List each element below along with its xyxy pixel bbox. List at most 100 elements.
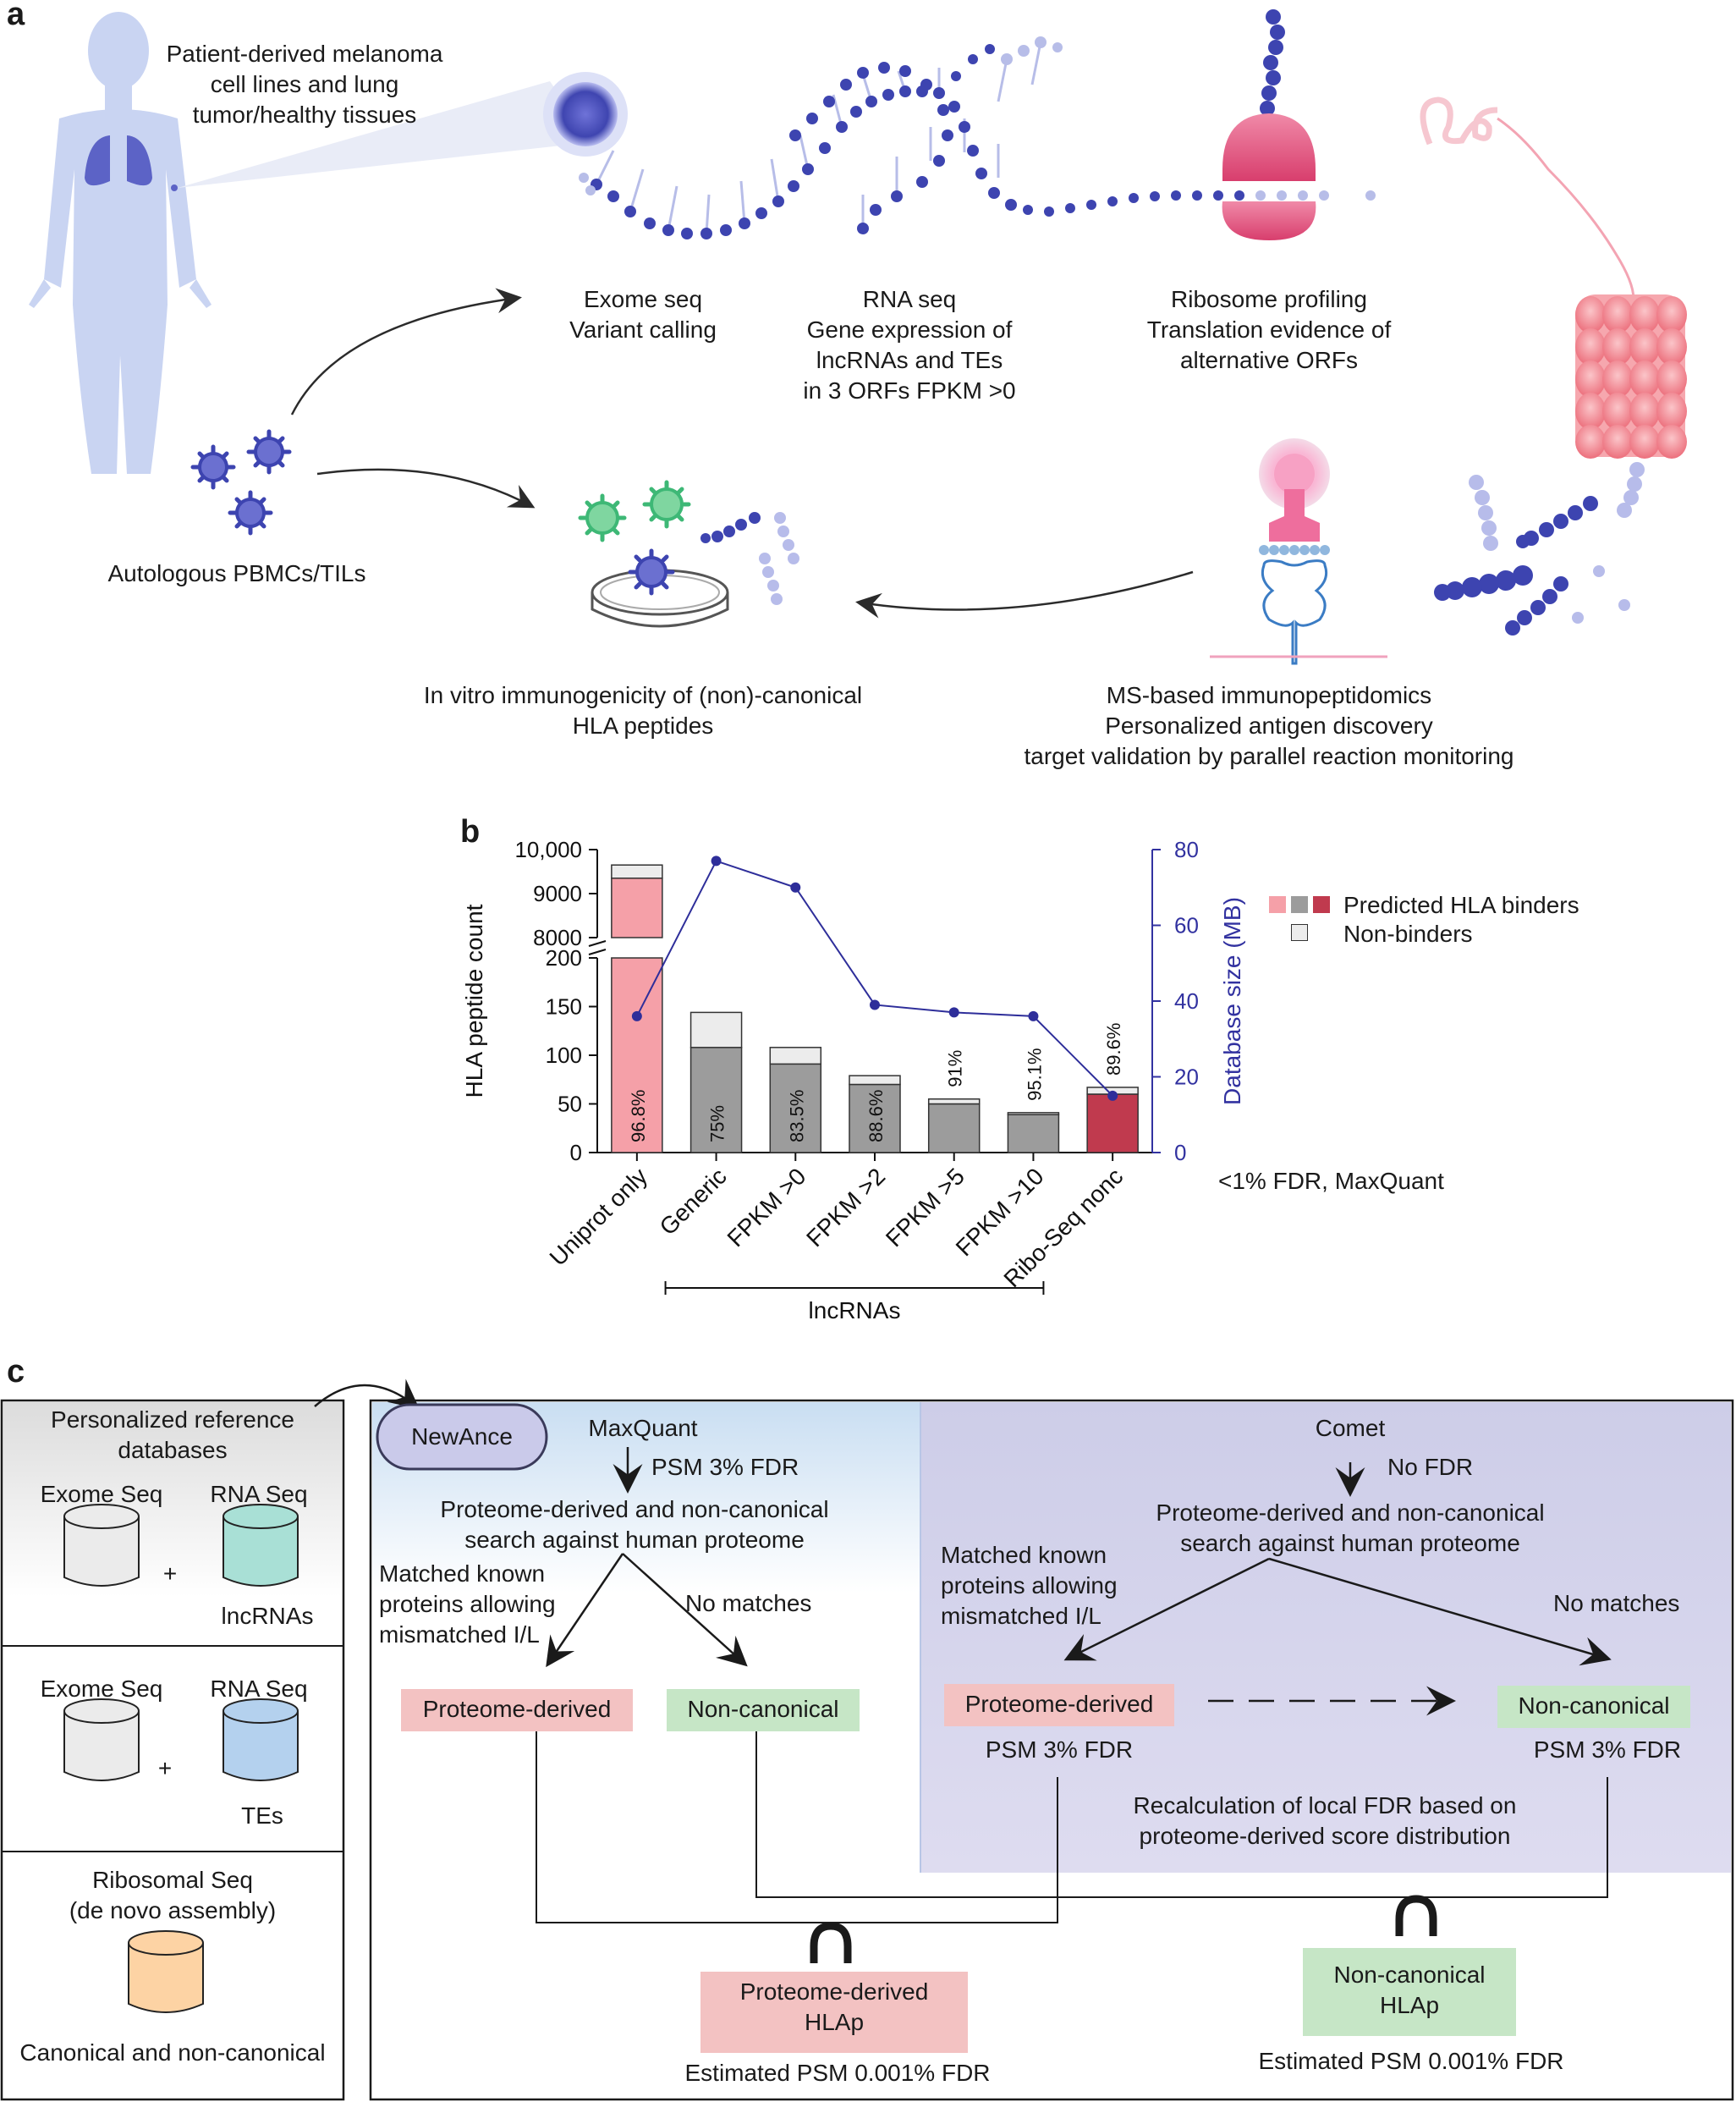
database-size-point: [711, 856, 722, 867]
database-size-point: [631, 1010, 642, 1021]
bar-percent-label: 83.5%: [786, 1090, 807, 1142]
right-nonc-fdr: PSM 3% FDR: [1533, 1736, 1682, 1763]
axis-break: [588, 949, 607, 955]
y-tick-label: 8000: [533, 925, 582, 950]
axis-break: [588, 940, 607, 947]
y2-axis-title: Database size (MB): [1219, 897, 1245, 1105]
bar-nonbinders: [611, 864, 663, 879]
y2-tick-label: 80: [1174, 837, 1199, 862]
lungs-icon: [85, 135, 152, 186]
bar-binders: [611, 878, 663, 938]
db1-right: RNA Seq: [210, 1481, 308, 1507]
cell-icon: [543, 72, 628, 157]
bar-binders: [849, 1083, 901, 1153]
panel-a-letter: a: [7, 0, 25, 32]
database-size-point: [1107, 1090, 1118, 1101]
right-fdr: No FDR: [1387, 1454, 1474, 1480]
y-tick-label: 9000: [533, 881, 582, 906]
lncrna-group-label: lncRNAs: [809, 1297, 901, 1320]
bar-nonbinders: [769, 1047, 822, 1065]
arrow-to-sequencing: [290, 288, 522, 415]
y2-tick-label: 20: [1174, 1065, 1199, 1090]
y-tick-label: 50: [558, 1092, 582, 1117]
bar-percent-label: 96.8%: [628, 1090, 649, 1142]
left-nomatch: No matches: [685, 1590, 812, 1616]
db3-sub: Canonical and non-canonical: [19, 2039, 326, 2066]
bar-nonbinders: [689, 1011, 743, 1048]
db1-sub: lncRNAs: [221, 1603, 314, 1629]
x-tick-label: FPKM >0: [722, 1163, 811, 1252]
y2-tick-label: 60: [1174, 913, 1199, 938]
legend-nonbinders-label: Non-binders: [1343, 921, 1473, 947]
panel-b-letter: b: [460, 814, 481, 850]
legend-binders-label: Predicted HLA binders: [1343, 892, 1579, 918]
bar-binders: [1007, 1114, 1060, 1153]
db3-title: Ribosomal Seq(de novo assembly): [69, 1867, 277, 1923]
panel-a-illustration: [29, 9, 1687, 665]
right-engine: Comet: [1315, 1415, 1386, 1441]
right-nonc-box: Non-canonical: [1518, 1692, 1670, 1719]
database-size-point: [948, 1007, 959, 1018]
bar-binders: [1086, 1093, 1139, 1153]
x-tick-label: FPKM >2: [801, 1163, 890, 1252]
peptide-fragments-icon: [1434, 462, 1645, 636]
chart-note: <1% FDR, MaxQuant: [1218, 1168, 1444, 1194]
arrow-ms-to-invitro: [855, 570, 1194, 619]
out-nonc-fdr: Estimated PSM 0.001% FDR: [1258, 2048, 1564, 2074]
left-fdr: PSM 3% FDR: [651, 1454, 799, 1480]
left-prot-box: Proteome-derived: [422, 1696, 612, 1722]
ribosome-icon: [1222, 9, 1316, 240]
peptide-coil-icon: [1420, 96, 1635, 305]
y-tick-label: 10,000: [514, 837, 582, 862]
zoom-beam: [178, 81, 592, 188]
y2-tick-label: 40: [1174, 988, 1199, 1014]
dna-helix-icon: [595, 41, 1042, 234]
t-cells-icon: [578, 480, 799, 605]
y-axis-title: HLA peptide count: [461, 904, 487, 1098]
legend-swatch-ribo: [1313, 896, 1330, 913]
bar-nonbinders: [1007, 1112, 1060, 1115]
panel-c-letter: c: [7, 1354, 25, 1389]
right-prot-fdr: PSM 3% FDR: [985, 1736, 1134, 1763]
legend-swatch-canonical: [1269, 896, 1286, 913]
y-tick-label: 150: [546, 994, 582, 1020]
db2-right: RNA Seq: [210, 1676, 308, 1702]
bar-percent-label: 89.6%: [1103, 1023, 1124, 1076]
y-tick-label: 200: [546, 945, 582, 971]
bar-percent-label: 75%: [707, 1105, 728, 1142]
database-size-point: [870, 999, 880, 1010]
left-engine: MaxQuant: [588, 1415, 698, 1441]
hla-presentation-icon: [1210, 438, 1387, 665]
panel-c-diagram: [0, 1378, 1734, 2101]
bar-percent-label: 95.1%: [1024, 1048, 1045, 1100]
database-size-point: [1028, 1010, 1039, 1021]
invitro-text: In vitro immunogenicity of (non)-canonic…: [423, 682, 863, 739]
y2-tick-label: 0: [1174, 1140, 1186, 1165]
pbmc-text: Autologous PBMCs/TILs: [107, 560, 366, 586]
proteasome-icon: [1575, 294, 1687, 459]
arrow-to-newance: [314, 1378, 420, 1410]
arrow-to-invitro: [316, 468, 536, 509]
bar-nonbinders: [849, 1075, 901, 1086]
petri-dish-icon: [591, 569, 729, 628]
db1-left: Exome Seq: [40, 1481, 163, 1507]
y-tick-label: 100: [546, 1043, 582, 1068]
y-tick-label: 0: [570, 1140, 582, 1165]
x-tick-label: Generic: [655, 1163, 732, 1240]
right-prot-box: Proteome-derived: [964, 1691, 1154, 1717]
newance-pill: [376, 1403, 548, 1471]
bar-binders: [611, 957, 663, 1153]
database-cylinders: [63, 1504, 299, 2013]
db2-plus: +: [157, 1755, 173, 1781]
pbmc-cells-icon: [190, 429, 292, 536]
